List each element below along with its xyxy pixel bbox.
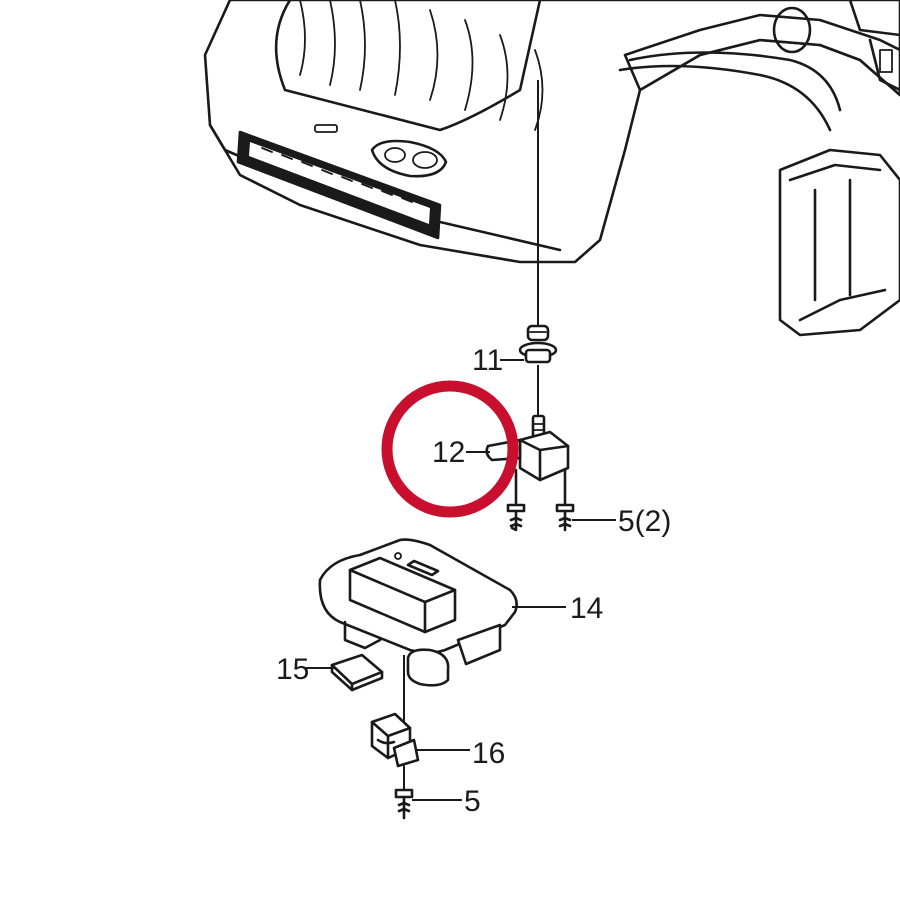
highlight-ring	[381, 380, 519, 518]
callout-16: 16	[472, 737, 505, 770]
part-14-housing	[318, 538, 518, 687]
callout-5-2: 5(2)	[618, 505, 671, 538]
part-11-grommet	[518, 324, 558, 364]
body-panel	[203, 0, 900, 337]
callout-12: 12	[432, 436, 465, 469]
callout-15: 15	[276, 653, 309, 686]
callout-14: 14	[570, 592, 603, 625]
part-5-screws-pair	[506, 503, 575, 532]
callout-11: 11	[472, 344, 503, 377]
part-16-clip	[370, 712, 420, 768]
part-5-screw	[394, 788, 414, 820]
part-15-pad	[330, 653, 384, 692]
callout-5: 5	[464, 785, 481, 818]
